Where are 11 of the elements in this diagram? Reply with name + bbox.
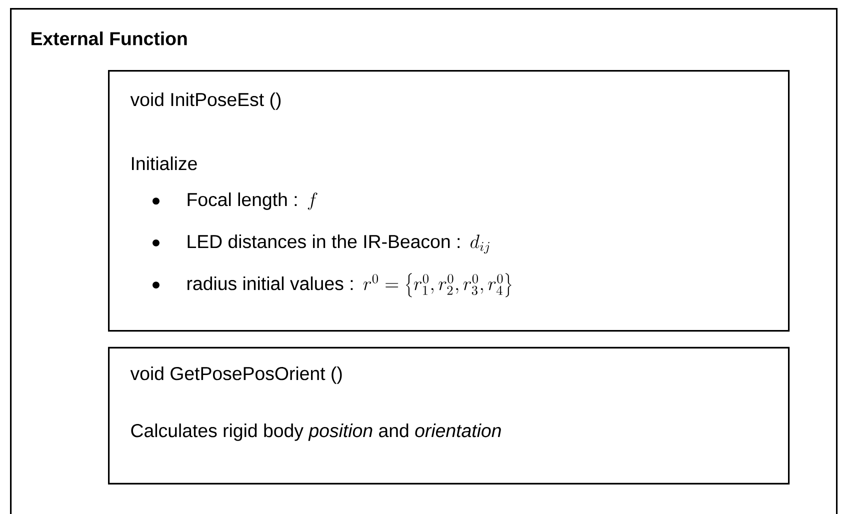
list-item: Focal length : bbox=[188, 192, 297, 210]
formula: $f$ bbox=[308, 192, 318, 210]
function-signature: void GetPosePosOrient () bbox=[130, 366, 342, 384]
formula: $r^{0} = \left\{ r_1^{0}, r_2^{0}, r_3^{0}, r_4^{0} \right\}$ bbox=[363, 273, 512, 298]
description-text: Calculates rigid body position and orientation bbox=[131, 424, 501, 441]
formula: $d_{ij}$ bbox=[470, 234, 490, 254]
panel-title: External Function bbox=[32, 32, 187, 46]
section-heading: Initialize bbox=[132, 156, 197, 170]
function-signature: void InitPoseEst () bbox=[130, 92, 281, 110]
list-item: radius initial values : bbox=[188, 276, 353, 290]
list-item: LED distances in the IR-Beacon : bbox=[188, 234, 460, 248]
